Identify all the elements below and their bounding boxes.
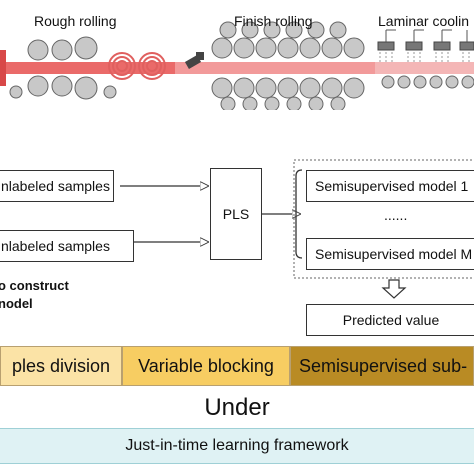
model-ellipsis: ...... <box>384 207 408 223</box>
labeled-samples-box: nlabeled samples <box>0 170 114 202</box>
labeled-samples-text: nlabeled samples <box>1 178 110 194</box>
step-variable-blocking: Variable blocking <box>122 346 290 386</box>
unlabeled-samples-box: nlabeled samples <box>0 230 134 262</box>
rolling-line-illustration <box>0 21 474 110</box>
predicted-value-text: Predicted value <box>342 312 440 328</box>
unlabeled-samples-text: nlabeled samples <box>1 238 110 254</box>
cooled-strip <box>375 62 474 74</box>
model-last-text: Semisupervised model M <box>315 246 473 262</box>
jit-framework-label: Just-in-time learning framework <box>125 437 349 454</box>
step-samples-division-label: ples division <box>11 355 111 376</box>
finish-rolling-stands <box>211 21 365 110</box>
crop-shear <box>184 52 204 69</box>
jit-framework-bar: Just-in-time learning framework <box>0 428 474 464</box>
step-variable-blocking-label: Variable blocking <box>138 355 274 376</box>
step-semisupervised-submodel-label: Semisupervised sub- <box>299 355 468 376</box>
model-first-text: Semisupervised model 1 <box>315 178 469 194</box>
furnace-edge <box>0 50 6 86</box>
stage-laminar-cooling-label: Laminar coolin <box>378 13 470 29</box>
under-label: Under <box>204 394 270 421</box>
pls-text: PLS <box>222 206 250 222</box>
models-bracket <box>295 169 303 259</box>
arrow-to-predicted <box>381 279 407 299</box>
predicted-value-box: Predicted value <box>306 304 474 336</box>
laminar-cooling-sprays <box>377 29 474 89</box>
stage-rough-rolling-label: Rough rolling <box>34 13 117 29</box>
step-semisupervised-submodel: Semisupervised sub- <box>290 346 474 386</box>
hot-strip-glow <box>175 62 375 74</box>
construct-note-line1: o construct <box>0 278 69 293</box>
pls-box: PLS <box>210 168 262 260</box>
model-last-box: Semisupervised model M <box>306 238 474 270</box>
model-first-box: Semisupervised model 1 <box>306 170 474 202</box>
step-samples-division: ples division <box>0 346 122 386</box>
construct-note-line2: nodel <box>0 296 33 311</box>
rough-rolling-stand <box>9 36 117 100</box>
model-group-border <box>293 159 474 279</box>
coil-box <box>108 52 166 80</box>
stage-finish-rolling-label: Finish rolling <box>234 13 313 29</box>
